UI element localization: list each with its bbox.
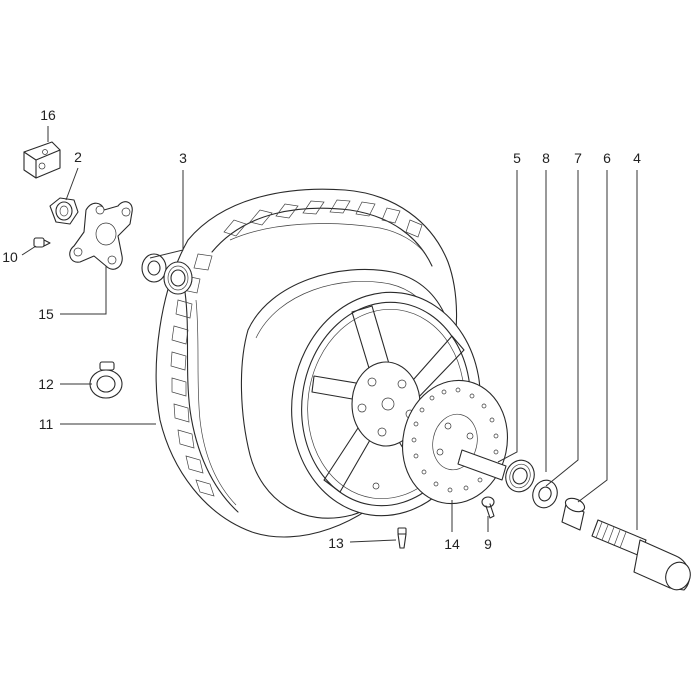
- callout-10: 10: [2, 249, 18, 265]
- part-5-bearing: [505, 459, 535, 493]
- callout-2: 2: [74, 149, 82, 165]
- part-16-clamp: [23, 141, 61, 179]
- callout-11: 11: [39, 416, 54, 432]
- leader-lines: [21, 126, 638, 543]
- callout-6: 6: [603, 150, 611, 166]
- callout-15: 15: [38, 306, 54, 322]
- part-13-valve: [397, 527, 407, 549]
- part-10-screw: [33, 237, 51, 248]
- callout-14: 14: [444, 536, 460, 552]
- callout-4: 4: [633, 150, 641, 166]
- part-9-screw: [481, 496, 495, 519]
- callout-5: 5: [513, 150, 521, 166]
- callout-labels: 16 2 3 10 15 12 11 13 14 9 5 8 7 6 4: [2, 107, 641, 552]
- callout-8: 8: [542, 150, 550, 166]
- part-2-nut: [49, 197, 79, 225]
- part-4-axle: [591, 519, 691, 591]
- part-15-flange: [69, 201, 133, 270]
- part-12-spacer: [89, 361, 123, 399]
- callout-9: 9: [484, 536, 492, 552]
- callout-3: 3: [179, 150, 187, 166]
- part-8-washer: [532, 479, 558, 509]
- callout-13: 13: [328, 535, 344, 551]
- part-3-bearings: [141, 253, 193, 295]
- part-6-bush: [561, 497, 586, 531]
- callout-16: 16: [40, 107, 56, 123]
- axle-sleeve: [457, 449, 507, 481]
- callout-7: 7: [574, 150, 582, 166]
- callout-12: 12: [38, 376, 54, 392]
